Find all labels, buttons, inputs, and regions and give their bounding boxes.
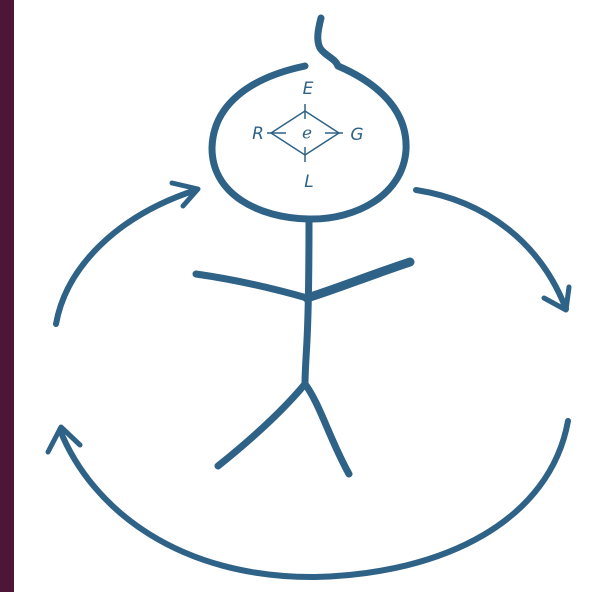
diamond-label-right: G [350, 125, 363, 145]
head-stem-icon [318, 18, 338, 66]
diamond-label-center: e [302, 124, 312, 144]
stick-figure-icon [196, 219, 410, 474]
cycle-arrow-icon [56, 183, 198, 324]
diamond-label-bottom: L [304, 172, 313, 192]
diamond-label-left: R [252, 124, 264, 144]
cycle-arrow-icon [48, 421, 568, 577]
diamond-icon: E R G L e [252, 79, 364, 192]
diamond-label-top: E [303, 79, 314, 99]
cycle-arrow-icon [416, 190, 569, 310]
